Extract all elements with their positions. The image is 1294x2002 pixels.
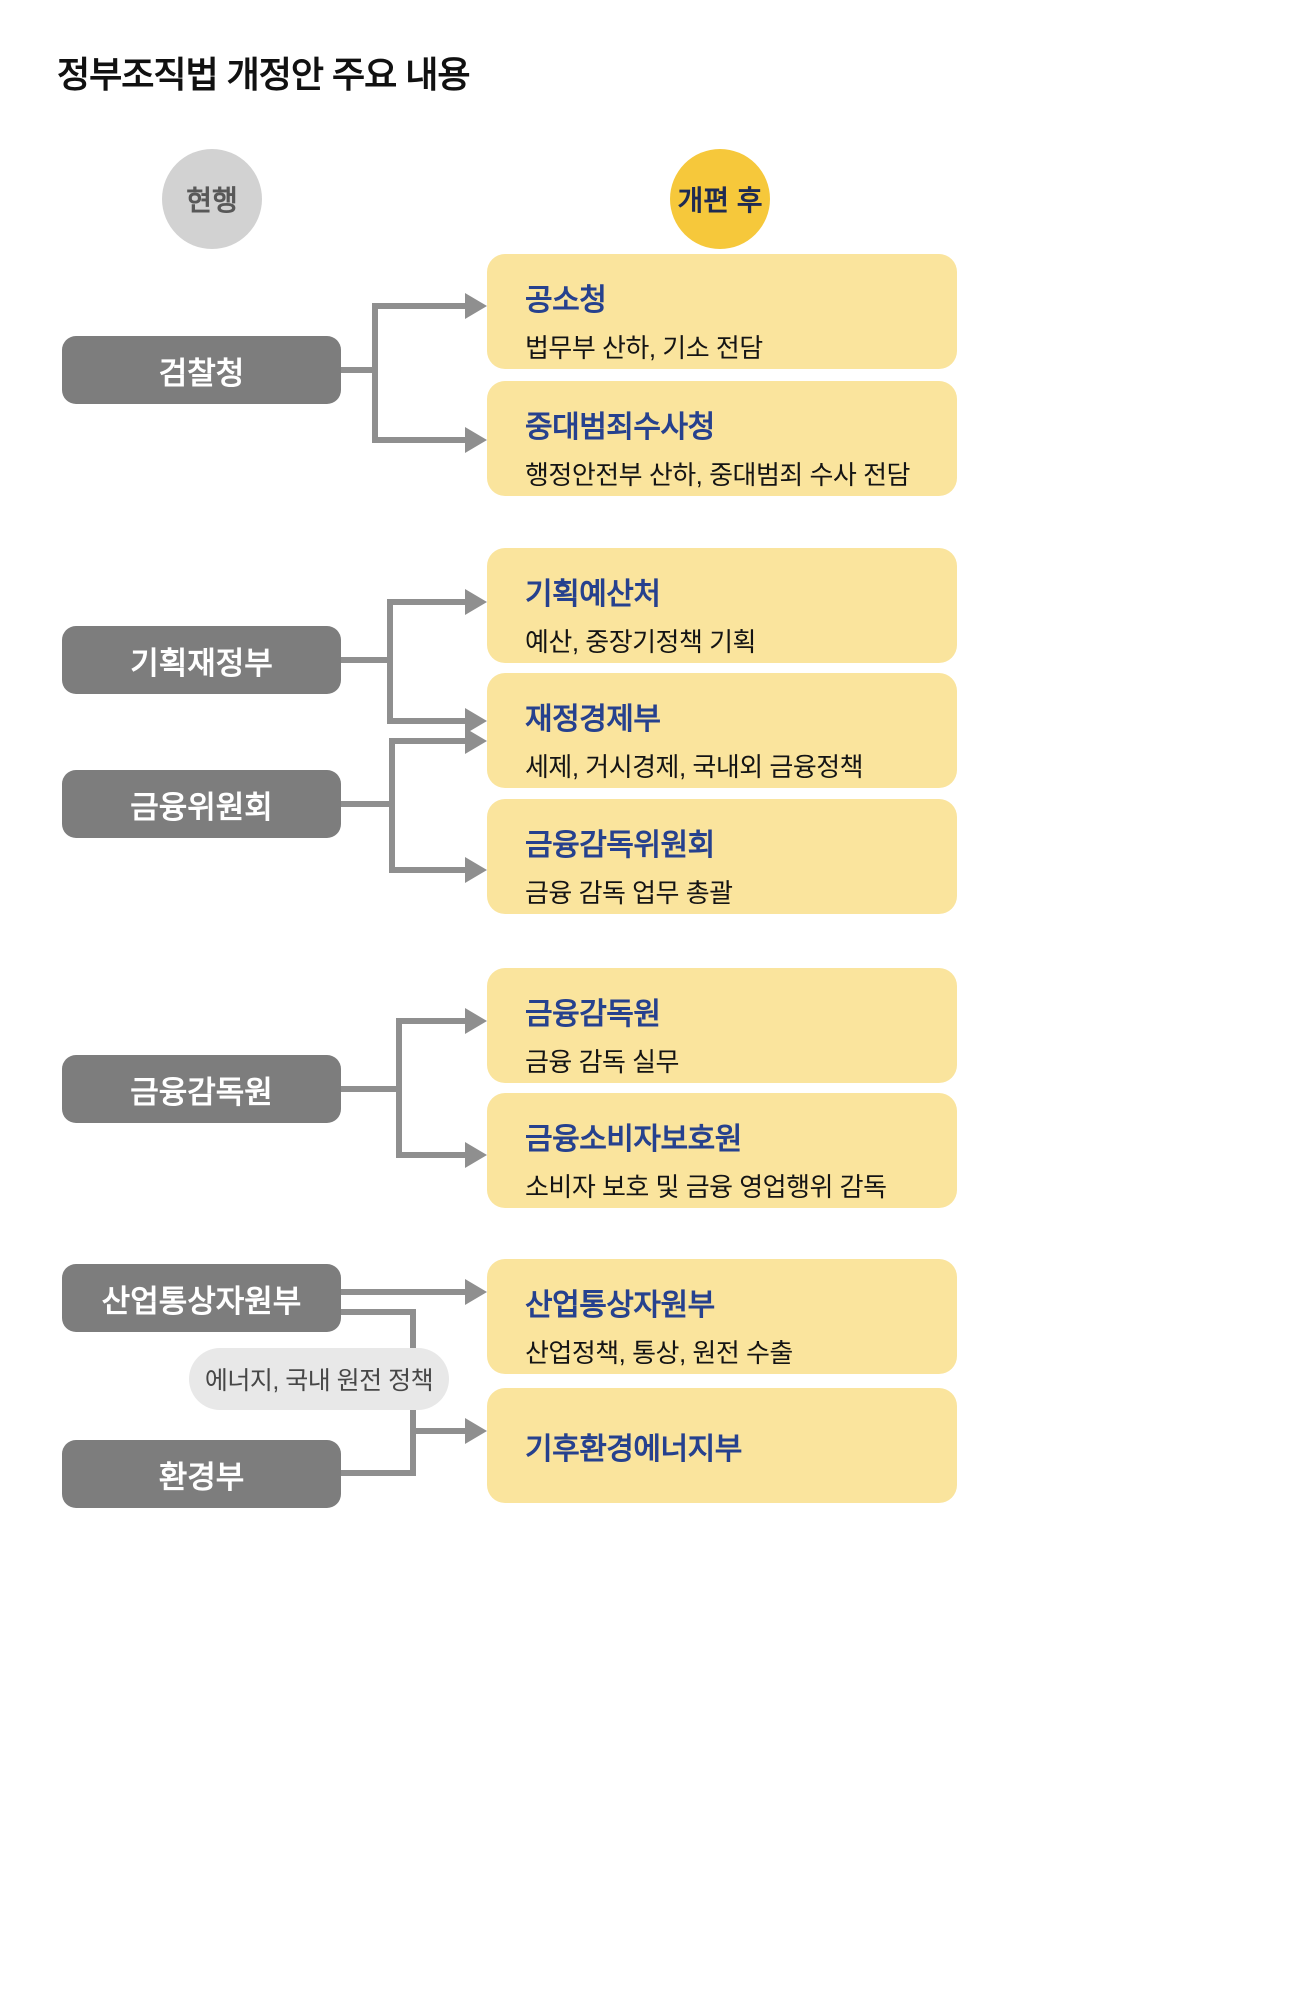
target-box-financial-supervisory-service: 금융감독원 금융 감독 실무: [487, 968, 957, 1083]
annotation-pill-energy-policy: 에너지, 국내 원전 정책: [189, 1348, 449, 1410]
target-subtitle: 예산, 중장기정책 기획: [525, 627, 756, 657]
target-subtitle: 법무부 산하, 기소 전담: [525, 333, 763, 363]
source-box-financial-supervisory-service: 금융감독원: [62, 1055, 341, 1123]
target-subtitle: 금융 감독 실무: [525, 1047, 679, 1077]
target-subtitle: 행정안전부 산하, 중대범죄 수사 전담: [525, 460, 910, 490]
target-box-financial-consumer-protection-agency: 금융소비자보호원 소비자 보호 및 금융 영업행위 감독: [487, 1093, 957, 1208]
page-title: 정부조직법 개정안 주요 내용: [57, 54, 470, 95]
legend-current-badge: 현행: [162, 149, 262, 249]
target-title: 공소청: [525, 284, 607, 317]
source-box-financial-services-commission: 금융위원회: [62, 770, 341, 838]
target-title: 산업통상자원부: [525, 1289, 715, 1322]
target-subtitle: 세제, 거시경제, 국내외 금융정책: [525, 752, 864, 782]
target-title: 중대범죄수사청: [525, 411, 715, 444]
target-subtitle: 소비자 보호 및 금융 영업행위 감독: [525, 1172, 887, 1202]
target-box-planning-budget-office: 기획예산처 예산, 중장기정책 기획: [487, 548, 957, 663]
source-box-ministry-trade-industry-energy: 산업통상자원부: [62, 1264, 341, 1332]
target-title: 재정경제부: [525, 703, 661, 736]
target-title: 기후환경에너지부: [525, 1432, 742, 1466]
source-box-ministry-environment: 환경부: [62, 1440, 341, 1508]
target-title: 금융감독원: [525, 998, 661, 1031]
target-title: 기획예산처: [525, 578, 661, 611]
target-box-trade-industry-ministry: 산업통상자원부 산업정책, 통상, 원전 수출: [487, 1259, 957, 1374]
legend-after-badge: 개편 후: [670, 149, 770, 249]
target-box-public-prosecution-office: 공소청 법무부 산하, 기소 전담: [487, 254, 957, 369]
target-box-serious-crimes-investigation-office: 중대범죄수사청 행정안전부 산하, 중대범죄 수사 전담: [487, 381, 957, 496]
source-box-prosecution-service: 검찰청: [62, 336, 341, 404]
target-title: 금융감독위원회: [525, 829, 715, 862]
target-subtitle: 금융 감독 업무 총괄: [525, 878, 733, 908]
target-box-climate-environment-energy-ministry: 기후환경에너지부: [487, 1388, 957, 1503]
source-box-ministry-economy-finance: 기획재정부: [62, 626, 341, 694]
target-box-finance-economy-ministry: 재정경제부 세제, 거시경제, 국내외 금융정책: [487, 673, 957, 788]
target-subtitle: 산업정책, 통상, 원전 수출: [525, 1338, 793, 1368]
target-box-financial-supervisory-commission: 금융감독위원회 금융 감독 업무 총괄: [487, 799, 957, 914]
target-title: 금융소비자보호원: [525, 1123, 742, 1156]
